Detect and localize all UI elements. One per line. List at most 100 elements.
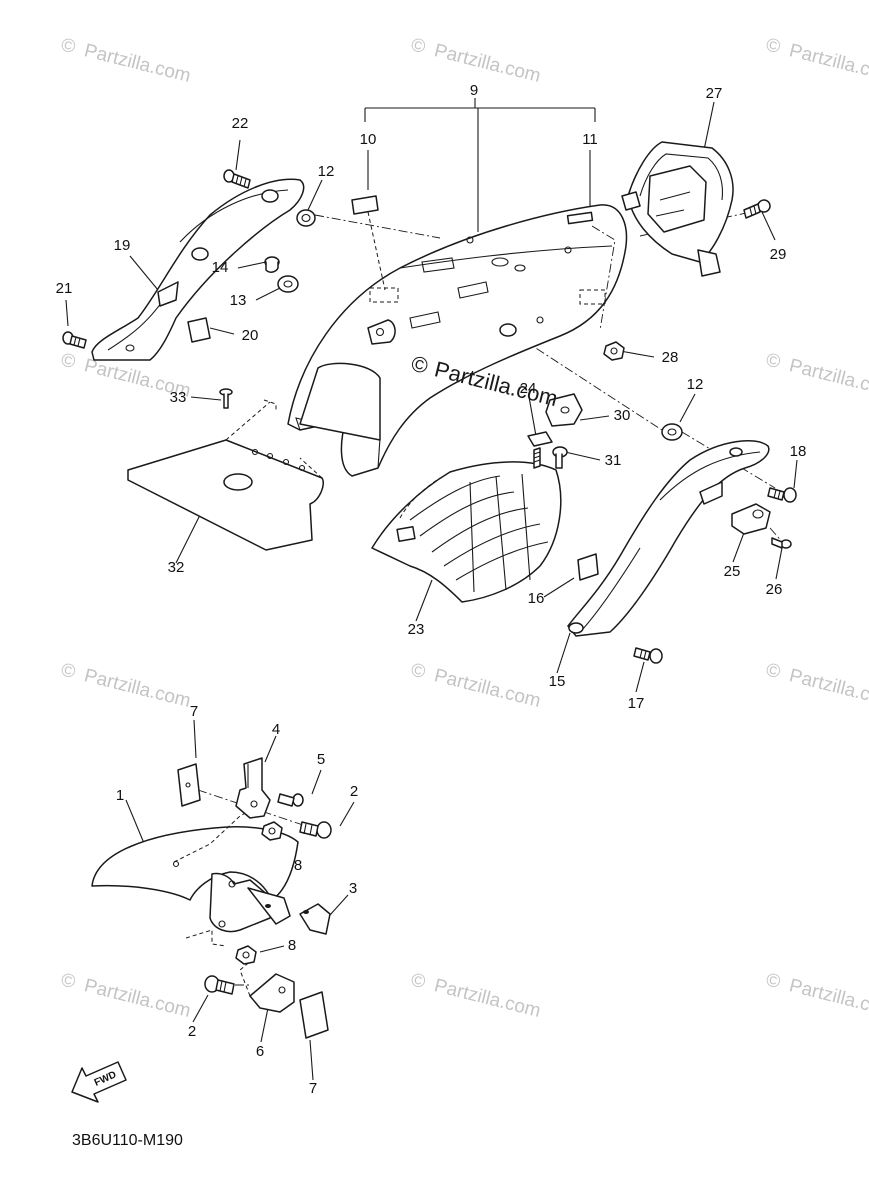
- svg-text:Partzilla.com: Partzilla.com: [787, 40, 869, 87]
- callout-10: 10: [360, 131, 377, 148]
- clip-3: [299, 903, 331, 935]
- callout-11: 11: [582, 131, 598, 148]
- svg-text:©: ©: [59, 659, 78, 683]
- svg-text:©: ©: [764, 659, 783, 683]
- callouts: 9 10 11 27 22 12 19 14 13 21 20 29 28 33…: [56, 82, 807, 1097]
- callout-20: 20: [242, 327, 259, 344]
- svg-text:©: ©: [409, 34, 428, 58]
- plate-bracket: [127, 399, 324, 551]
- bolt-2-upper: [299, 821, 332, 839]
- callout-7a: 7: [190, 703, 198, 720]
- fwd-arrow-icon: FWD: [71, 1061, 127, 1103]
- grab-bar-right: [567, 440, 770, 637]
- callout-15: 15: [549, 673, 566, 690]
- callout-2a: 2: [350, 783, 358, 800]
- bolt-21: [62, 331, 87, 349]
- callout-16: 16: [528, 590, 545, 607]
- decal-11-guide: [367, 211, 386, 291]
- screw-26: [771, 537, 792, 549]
- grab-bar-left: [91, 178, 305, 361]
- nut-8-lower: [235, 945, 257, 965]
- callout-9: 9: [470, 82, 478, 99]
- collar-14: [264, 256, 280, 273]
- callout-27: 27: [706, 85, 723, 102]
- callout-3: 3: [349, 880, 357, 897]
- watermark: ©Partzilla.com: [409, 659, 543, 711]
- nut-8-upper: [261, 821, 283, 841]
- callout-8a: 8: [294, 857, 302, 874]
- callout-25: 25: [724, 563, 741, 580]
- svg-text:Partzilla.com: Partzilla.com: [432, 665, 543, 712]
- screw-31: [552, 446, 568, 469]
- svg-text:Partzilla.com: Partzilla.com: [432, 356, 560, 411]
- callout-12b: 12: [687, 376, 704, 393]
- callout-24: 24: [520, 380, 537, 397]
- callout-17: 17: [628, 695, 645, 712]
- watermark: ©Partzilla.com: [409, 34, 543, 86]
- svg-text:Partzilla.com: Partzilla.com: [787, 665, 869, 712]
- callout-18: 18: [790, 443, 807, 460]
- svg-text:Partzilla.com: Partzilla.com: [82, 665, 193, 712]
- watermark: ©Partzilla.com: [59, 659, 193, 711]
- callout-6: 6: [256, 1043, 264, 1060]
- bolt-22: [223, 169, 251, 189]
- front-fender: [91, 799, 299, 947]
- pad-16: [577, 553, 599, 581]
- watermark: ©Partzilla.com: [59, 969, 193, 1021]
- bracket-6: [239, 959, 295, 1013]
- callout-8b: 8: [288, 937, 296, 954]
- svg-text:©: ©: [764, 349, 783, 373]
- reflector-25: [731, 503, 771, 535]
- callout-12a: 12: [318, 163, 335, 180]
- callout-5: 5: [317, 751, 325, 768]
- bolt-2-lower: [204, 975, 235, 995]
- svg-text:Partzilla.com: Partzilla.com: [787, 975, 869, 1022]
- grommet-12-upper: [296, 209, 316, 227]
- screw-33: [219, 388, 233, 409]
- bolt-29: [743, 199, 771, 219]
- watermark: ©Partzilla.com: [764, 34, 869, 86]
- hardware-top: [62, 169, 797, 664]
- callout-23: 23: [408, 621, 425, 638]
- svg-text:©: ©: [409, 659, 428, 683]
- callout-33: 33: [170, 389, 187, 406]
- svg-text:Partzilla.com: Partzilla.com: [432, 975, 543, 1022]
- watermark: ©Partzilla.com: [764, 969, 869, 1021]
- svg-text:©: ©: [59, 34, 78, 58]
- nut-plate-24: [527, 431, 553, 469]
- callout-13: 13: [230, 292, 247, 309]
- svg-text:Partzilla.com: Partzilla.com: [82, 40, 193, 87]
- bracket-30: [545, 393, 583, 427]
- svg-text:Partzilla.com: Partzilla.com: [787, 355, 869, 402]
- watermark: ©Partzilla.com: [59, 34, 193, 86]
- svg-text:©: ©: [764, 969, 783, 993]
- callout-21: 21: [56, 280, 73, 297]
- svg-text:©: ©: [59, 969, 78, 993]
- watermark: ©Partzilla.com: [764, 349, 869, 401]
- nut-28: [603, 341, 625, 361]
- decal-10: [351, 195, 379, 215]
- watermark: ©Partzilla.com: [409, 969, 543, 1021]
- pad-7-upper: [177, 763, 201, 807]
- svg-text:©: ©: [764, 34, 783, 58]
- callout-19: 19: [114, 237, 131, 254]
- svg-text:Partzilla.com: Partzilla.com: [82, 975, 193, 1022]
- callout-22: 22: [232, 115, 249, 132]
- diagram-code: 3B6U110-M190: [72, 1132, 183, 1149]
- callout-28: 28: [662, 349, 679, 366]
- callout-4: 4: [272, 721, 280, 738]
- svg-text:©: ©: [409, 351, 431, 379]
- callout-26: 26: [766, 581, 783, 598]
- flap: [371, 461, 562, 603]
- callout-2b: 2: [188, 1023, 196, 1040]
- rear-fender: [287, 204, 628, 477]
- callout-29: 29: [770, 246, 787, 263]
- bracket-4: [235, 757, 271, 819]
- svg-text:©: ©: [59, 349, 78, 373]
- callout-32: 32: [168, 559, 185, 576]
- bolt-18: [767, 487, 797, 503]
- pad-20: [187, 317, 211, 343]
- svg-text:Partzilla.com: Partzilla.com: [432, 40, 543, 87]
- watermark: ©Partzilla.com: [764, 659, 869, 711]
